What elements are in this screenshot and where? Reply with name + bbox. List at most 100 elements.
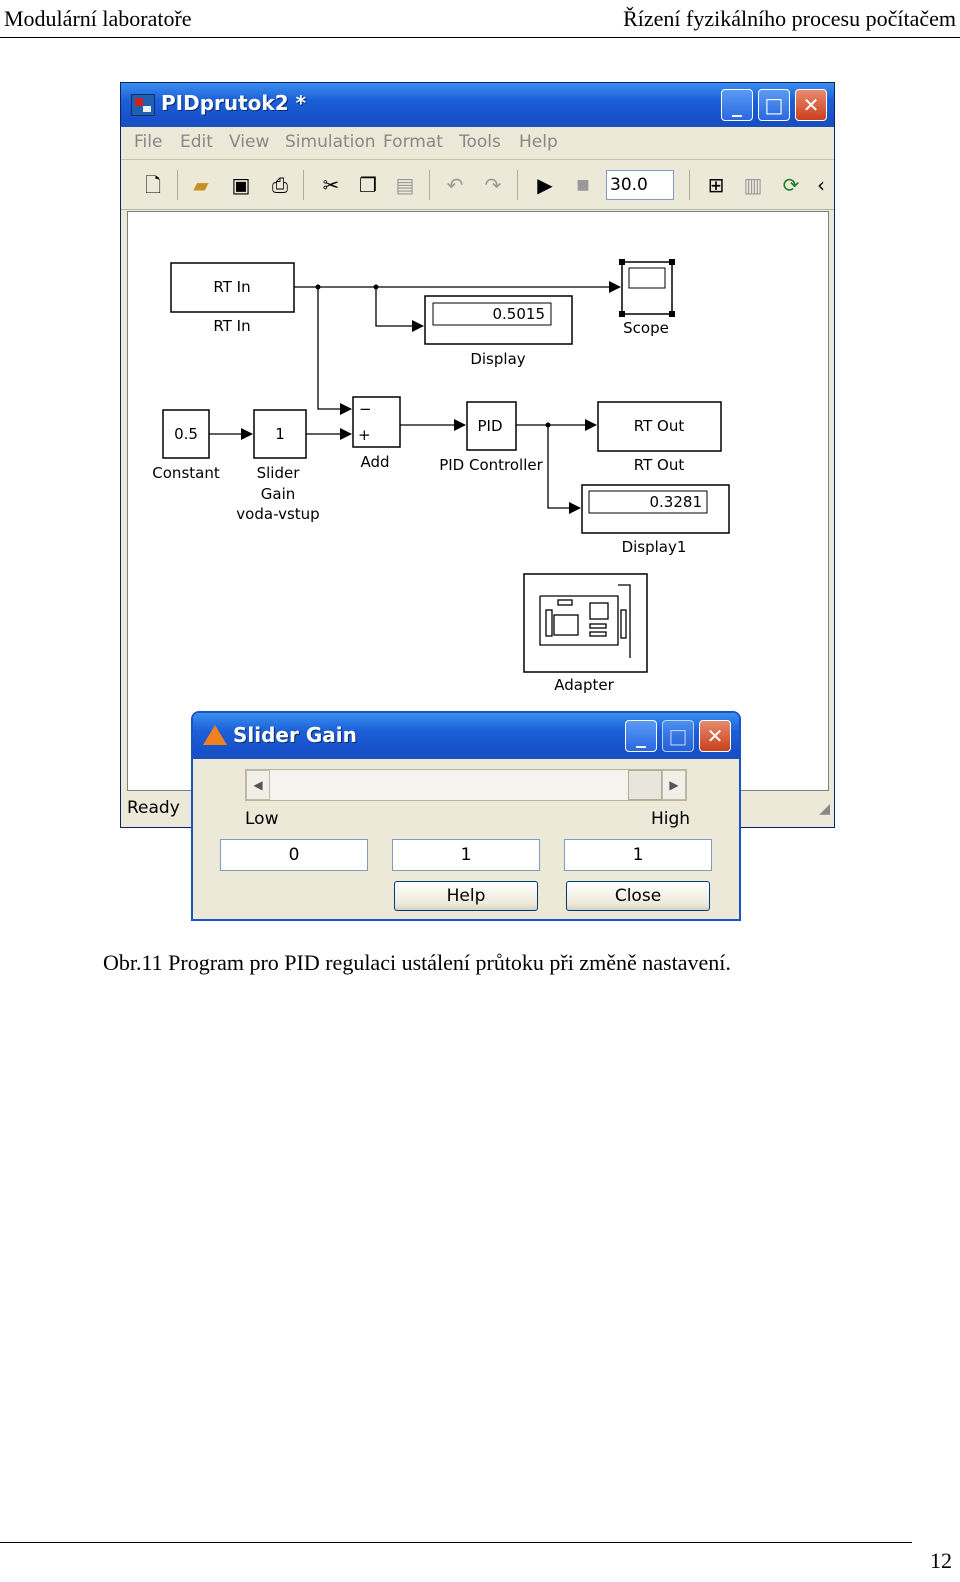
slider-gain-dialog: Slider Gain _ □ ✕ ◀ ▶ Low High 0 1 1 Hel…: [191, 711, 741, 921]
print-icon[interactable]: ⎙: [272, 173, 288, 197]
constant-value: 0.5: [174, 425, 198, 443]
rt-in-block[interactable]: [170, 262, 295, 313]
resize-grip-icon[interactable]: ◢: [819, 801, 830, 817]
rt-out-block[interactable]: [597, 401, 722, 452]
slider-gain-label-line3: voda-vstup: [236, 505, 319, 523]
library-icon[interactable]: ▥: [743, 173, 763, 197]
menu-bar: File Edit View Simulation Format Tools H…: [121, 127, 834, 160]
scope-label: Scope: [623, 319, 669, 337]
model-diagram: RT In RT In 0.5015 Display Scope 0.5 Con…: [152, 259, 730, 694]
minimize-button[interactable]: _: [721, 89, 753, 121]
figure-caption: Obr.11 Program pro PID regulaci ustálení…: [103, 950, 731, 975]
open-folder-icon[interactable]: ▰: [193, 173, 209, 197]
toolbar-separator: [689, 170, 690, 200]
dialog-minimize-button[interactable]: _: [625, 720, 657, 752]
rt-out-text: RT Out: [634, 417, 685, 435]
display1-label: Display1: [622, 538, 687, 556]
adapter-block[interactable]: [523, 573, 648, 673]
status-text: Ready: [127, 798, 180, 818]
maximize-button[interactable]: □: [758, 89, 790, 121]
menu-view[interactable]: View: [229, 132, 270, 152]
slider-thumb[interactable]: [628, 770, 662, 800]
branch-points: [315, 284, 551, 428]
scope-selection-handles: [619, 259, 675, 317]
slider-left-arrow-icon[interactable]: ◀: [246, 770, 270, 800]
gain-slider[interactable]: ◀ ▶: [245, 769, 687, 801]
paste-icon[interactable]: ▤: [395, 173, 415, 197]
rt-in-text: RT In: [213, 278, 250, 296]
display-value: 0.5015: [493, 305, 546, 323]
scope-screen: [628, 267, 666, 289]
model-canvas[interactable]: RT In RT In 0.5015 Display Scope 0.5 Con…: [127, 211, 829, 791]
display-label: Display: [470, 350, 525, 368]
menu-tools[interactable]: Tools: [459, 132, 501, 152]
add-plus-sign: +: [358, 426, 371, 444]
low-label: Low: [245, 809, 279, 829]
more-toolbar-icon[interactable]: ‹: [817, 173, 825, 197]
rt-out-label: RT Out: [634, 456, 685, 474]
pid-controller-label: PID Controller: [439, 456, 543, 474]
adapter-card-icon: [539, 584, 631, 658]
toolbar-separator: [177, 170, 178, 200]
help-button[interactable]: Help: [394, 881, 538, 911]
simulink-window: PIDprutok2 * _ □ ✕ File Edit View Simula…: [120, 82, 835, 828]
window-titlebar[interactable]: PIDprutok2 * _ □ ✕: [121, 83, 834, 127]
footer-rule: [0, 1542, 912, 1543]
page-number: 12: [930, 1548, 952, 1573]
high-label: High: [651, 809, 691, 829]
slider-gain-label-line1: Slider: [257, 464, 301, 482]
matlab-icon: [203, 725, 227, 745]
stop-simulation-icon[interactable]: ■: [576, 177, 590, 193]
add-label: Add: [360, 453, 389, 471]
dialog-close-text-button[interactable]: Close: [566, 881, 710, 911]
new-model-icon[interactable]: 🗋: [144, 173, 162, 197]
menu-edit[interactable]: Edit: [180, 132, 213, 152]
menu-simulation[interactable]: Simulation: [285, 132, 376, 152]
cut-icon[interactable]: ✂: [322, 173, 340, 197]
dialog-titlebar[interactable]: Slider Gain _ □ ✕: [193, 713, 739, 759]
header-rule: [0, 37, 960, 38]
slider-gain-value: 1: [275, 425, 285, 443]
close-button[interactable]: ✕: [795, 89, 827, 121]
header-right: Řízení fyzikálního procesu počítačem: [623, 6, 956, 31]
update-diagram-icon[interactable]: ⟳: [782, 173, 800, 197]
rt-in-label: RT In: [213, 317, 250, 335]
adapter-label: Adapter: [554, 676, 614, 694]
toolbar-separator: [429, 170, 430, 200]
toolbar-separator: [517, 170, 518, 200]
start-simulation-icon[interactable]: ▶: [537, 173, 553, 197]
constant-block[interactable]: [162, 409, 210, 459]
constant-label: Constant: [152, 464, 220, 482]
slider-right-arrow-icon[interactable]: ▶: [662, 770, 686, 800]
display-readout-frame: [432, 302, 552, 326]
dialog-maximize-button[interactable]: □: [662, 720, 694, 752]
pid-text: PID: [477, 417, 502, 435]
status-bar: Ready ◢: [121, 795, 834, 827]
add-block[interactable]: [352, 396, 401, 448]
dialog-title: Slider Gain: [233, 723, 357, 747]
current-value-field[interactable]: 1: [392, 839, 540, 871]
menu-file[interactable]: File: [134, 132, 163, 152]
build-icon[interactable]: ⊞: [707, 173, 725, 197]
signal-lines: [209, 281, 621, 514]
toolbar-separator: [303, 170, 304, 200]
menu-format[interactable]: Format: [383, 132, 443, 152]
simulink-icon: [131, 94, 155, 116]
toolbar: 🗋 ▰ ▣ ⎙ ✂ ❐ ▤ ↶ ↷ ▶ ■ 30.0 ⊞ ▥ ⟳ ‹: [121, 160, 834, 210]
slider-gain-label-line2: Gain: [261, 485, 296, 503]
stop-time-input[interactable]: 30.0: [606, 170, 674, 200]
header-left: Modulární laboratoře: [4, 6, 192, 31]
high-value-field[interactable]: 1: [564, 839, 712, 871]
redo-icon[interactable]: ↷: [484, 173, 502, 197]
display1-value: 0.3281: [650, 493, 703, 511]
dialog-close-button[interactable]: ✕: [699, 720, 731, 752]
pid-controller-block[interactable]: [466, 401, 517, 451]
menu-help[interactable]: Help: [519, 132, 558, 152]
copy-icon[interactable]: ❐: [359, 173, 377, 197]
display1-readout-frame: [588, 490, 708, 514]
save-icon[interactable]: ▣: [231, 173, 251, 197]
low-value-field[interactable]: 0: [220, 839, 368, 871]
slider-gain-block[interactable]: [253, 409, 307, 459]
window-title: PIDprutok2 *: [161, 91, 307, 115]
undo-icon[interactable]: ↶: [446, 173, 464, 197]
